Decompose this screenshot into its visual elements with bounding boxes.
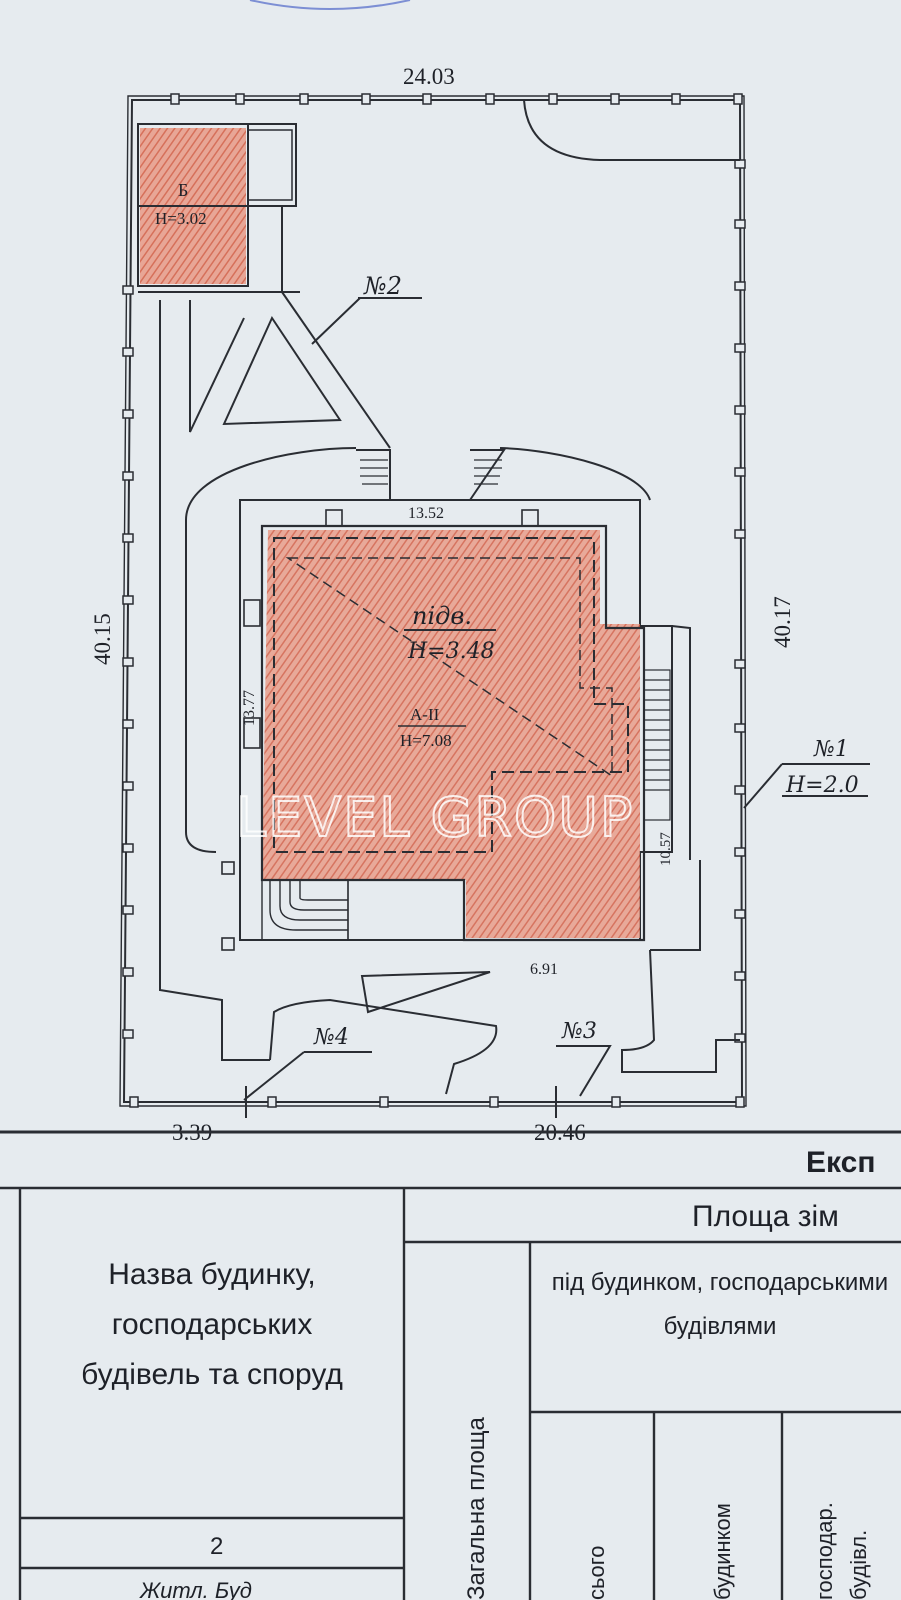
dim-top: 24.03 (403, 64, 455, 89)
marker-n4: №4 (313, 1025, 349, 1050)
marker-n1: №1 (813, 737, 849, 762)
basement-outline (273, 537, 629, 853)
side-stairs (643, 669, 671, 821)
colname-line: господарських (112, 1308, 313, 1341)
table-area-header: Площа зім (692, 1200, 839, 1233)
colname-line: Назва будинку, (108, 1258, 316, 1291)
fence-posts (122, 93, 746, 1108)
building-b-wall (137, 123, 249, 287)
building-a-height: Н=7.08 (400, 731, 452, 750)
dim-right: 40.17 (770, 596, 795, 648)
building-b-porch (247, 129, 293, 201)
watermark: LEVEL GROUP (236, 786, 634, 849)
sub-header-1: сього (584, 1546, 609, 1600)
dim-building-top: 13.52 (408, 505, 444, 522)
marker-n3-leader (556, 1045, 612, 1097)
path-curve-top-right (523, 99, 740, 161)
basement-name: підв. (412, 602, 472, 630)
colname-line: будівель та споруд (81, 1358, 343, 1391)
building-a-name: А-ІІ (410, 705, 440, 724)
marker-n3: №3 (561, 1019, 597, 1044)
dim-building-left: 13.77 (241, 690, 258, 726)
sub-header-3-line: будівл. (846, 1530, 871, 1600)
col-under-text: під будинком, господарськими будівлями (552, 1269, 888, 1340)
row-number: 2 (210, 1533, 223, 1560)
site-boundary-outer (119, 95, 747, 1107)
marker-n4-leader (243, 1051, 372, 1101)
bottom-islands (269, 625, 740, 1095)
basement-inner-dashed (285, 557, 613, 778)
dim-building-right: 10.57 (658, 832, 674, 866)
sub-header-3-line: господар. (812, 1502, 837, 1600)
col-total-header: Загальна площа (463, 1416, 490, 1600)
building-b-name: Б (178, 180, 188, 200)
sub-header-2: будинком (710, 1503, 735, 1600)
dim-building-bottom: 6.91 (530, 961, 558, 978)
corner-stairs (261, 879, 465, 941)
marker-n1-leader (743, 763, 870, 809)
entrance-stairs (360, 459, 502, 485)
dim-left: 40.15 (90, 613, 115, 665)
colunder-line: будівлями (664, 1313, 777, 1340)
walkways (138, 206, 651, 1061)
col-name-text: Назва будинку, господарських будівель та с… (81, 1258, 343, 1391)
building-b-height: Н=3.02 (155, 209, 207, 228)
seal-fragment (249, 0, 411, 10)
marker-n2: №2 (363, 272, 402, 300)
dimension-ticks (245, 1086, 557, 1118)
basement-height: Н=3.48 (407, 639, 495, 664)
marker-n2-leader (311, 297, 422, 345)
row-first-name: Житл. Буд (139, 1578, 252, 1600)
sub-header-3: господар. будівл. (812, 1502, 871, 1600)
colunder-line: під будинком, господарськими (552, 1269, 888, 1296)
building-a-shade (262, 530, 640, 938)
table-grid (0, 1186, 901, 1600)
marker-n1-height: Н=2.0 (785, 773, 859, 798)
table-title: Експ (806, 1146, 875, 1179)
columns (221, 509, 539, 951)
